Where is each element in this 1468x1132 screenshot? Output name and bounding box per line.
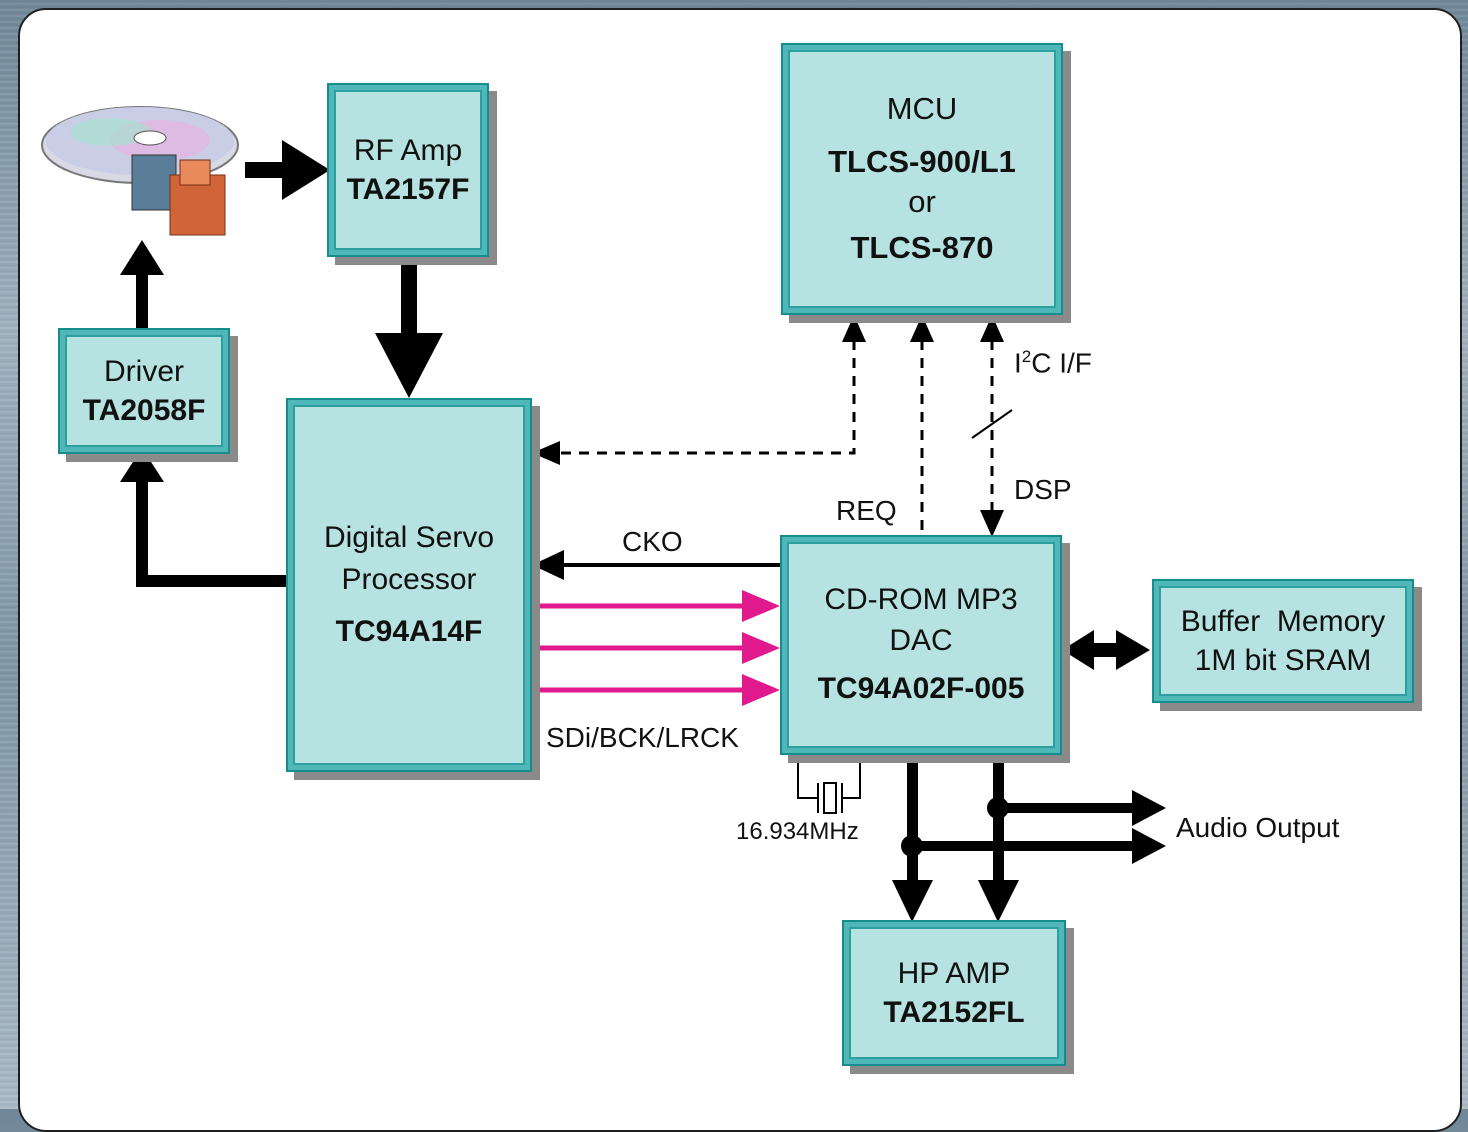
diagram-panel [18, 8, 1462, 1132]
rf-amp-name: RF Amp [353, 134, 463, 167]
mcu-block: MCU TLCS-900/L1 or TLCS-870 [781, 43, 1063, 315]
hp-amp-part: TA2152FL [883, 996, 1025, 1029]
mcu-part-2: TLCS-870 [850, 230, 994, 266]
i2c-prefix: I [1014, 347, 1022, 379]
servo-name-1: Digital Servo [323, 521, 495, 554]
digital-servo-block: Digital Servo Processor TC94A14F [286, 398, 532, 772]
cd-disc-icon [41, 106, 239, 236]
mcu-name: MCU [886, 91, 958, 127]
i2c-label: I2C I/F [1014, 347, 1092, 379]
dsp-label: DSP [1014, 474, 1072, 505]
rf-amp-block: RF Amp TA2157F [327, 83, 489, 257]
cdrom-name-2: DAC [889, 623, 953, 657]
buffer-bidirectional-arrow [1062, 630, 1150, 670]
driver-name: Driver [104, 355, 184, 388]
i2c-sup: 2 [1021, 347, 1032, 366]
serial-bus-label: SDi/BCK/LRCK [546, 722, 739, 753]
rf-amp-part: TA2157F [346, 173, 470, 206]
hp-amp-name: HP AMP [897, 957, 1011, 990]
audio-output-lines [892, 755, 1166, 922]
buffer-memory-block: Buffer Memory 1M bit SRAM [1152, 579, 1414, 703]
audio-output-label: Audio Output [1176, 812, 1340, 843]
mcu-to-servo-dashed [532, 315, 866, 465]
hp-amp-block: HP AMP TA2152FL [842, 920, 1066, 1066]
serial-audio-bus [532, 590, 780, 706]
cdrom-part: TC94A02F-005 [817, 672, 1025, 706]
servo-name-2: Processor [341, 563, 477, 596]
crystal-label: 16.934MHz [736, 818, 859, 845]
mcu-or: or [908, 184, 936, 219]
req-label: REQ [836, 495, 897, 526]
cko-label: CKO [622, 526, 683, 557]
driver-part: TA2058F [82, 394, 206, 427]
crystal-oscillator-icon [797, 755, 861, 814]
cko-arrow [532, 550, 780, 580]
buffer-name-1: Buffer Memory [1180, 605, 1386, 638]
driver-block: Driver TA2058F [58, 328, 230, 454]
i2c-suffix: C I/F [1031, 347, 1092, 379]
cdrom-name-1: CD-ROM MP3 [824, 583, 1018, 617]
rf-to-servo-arrow [375, 257, 443, 398]
disc-to-rf-arrow [245, 140, 330, 200]
cdrom-dac-block: CD-ROM MP3 DAC TC94A02F-005 [780, 535, 1062, 755]
connection-wires [41, 106, 1166, 922]
mcu-part-1: TLCS-900/L1 [828, 143, 1016, 179]
req-dashed [910, 315, 934, 535]
servo-part: TC94A14F [335, 615, 483, 648]
i2c-dashed [971, 315, 1013, 537]
servo-to-driver-arrow [120, 448, 288, 587]
buffer-name-2: 1M bit SRAM [1194, 644, 1372, 677]
driver-to-disc-arrow [120, 240, 164, 330]
